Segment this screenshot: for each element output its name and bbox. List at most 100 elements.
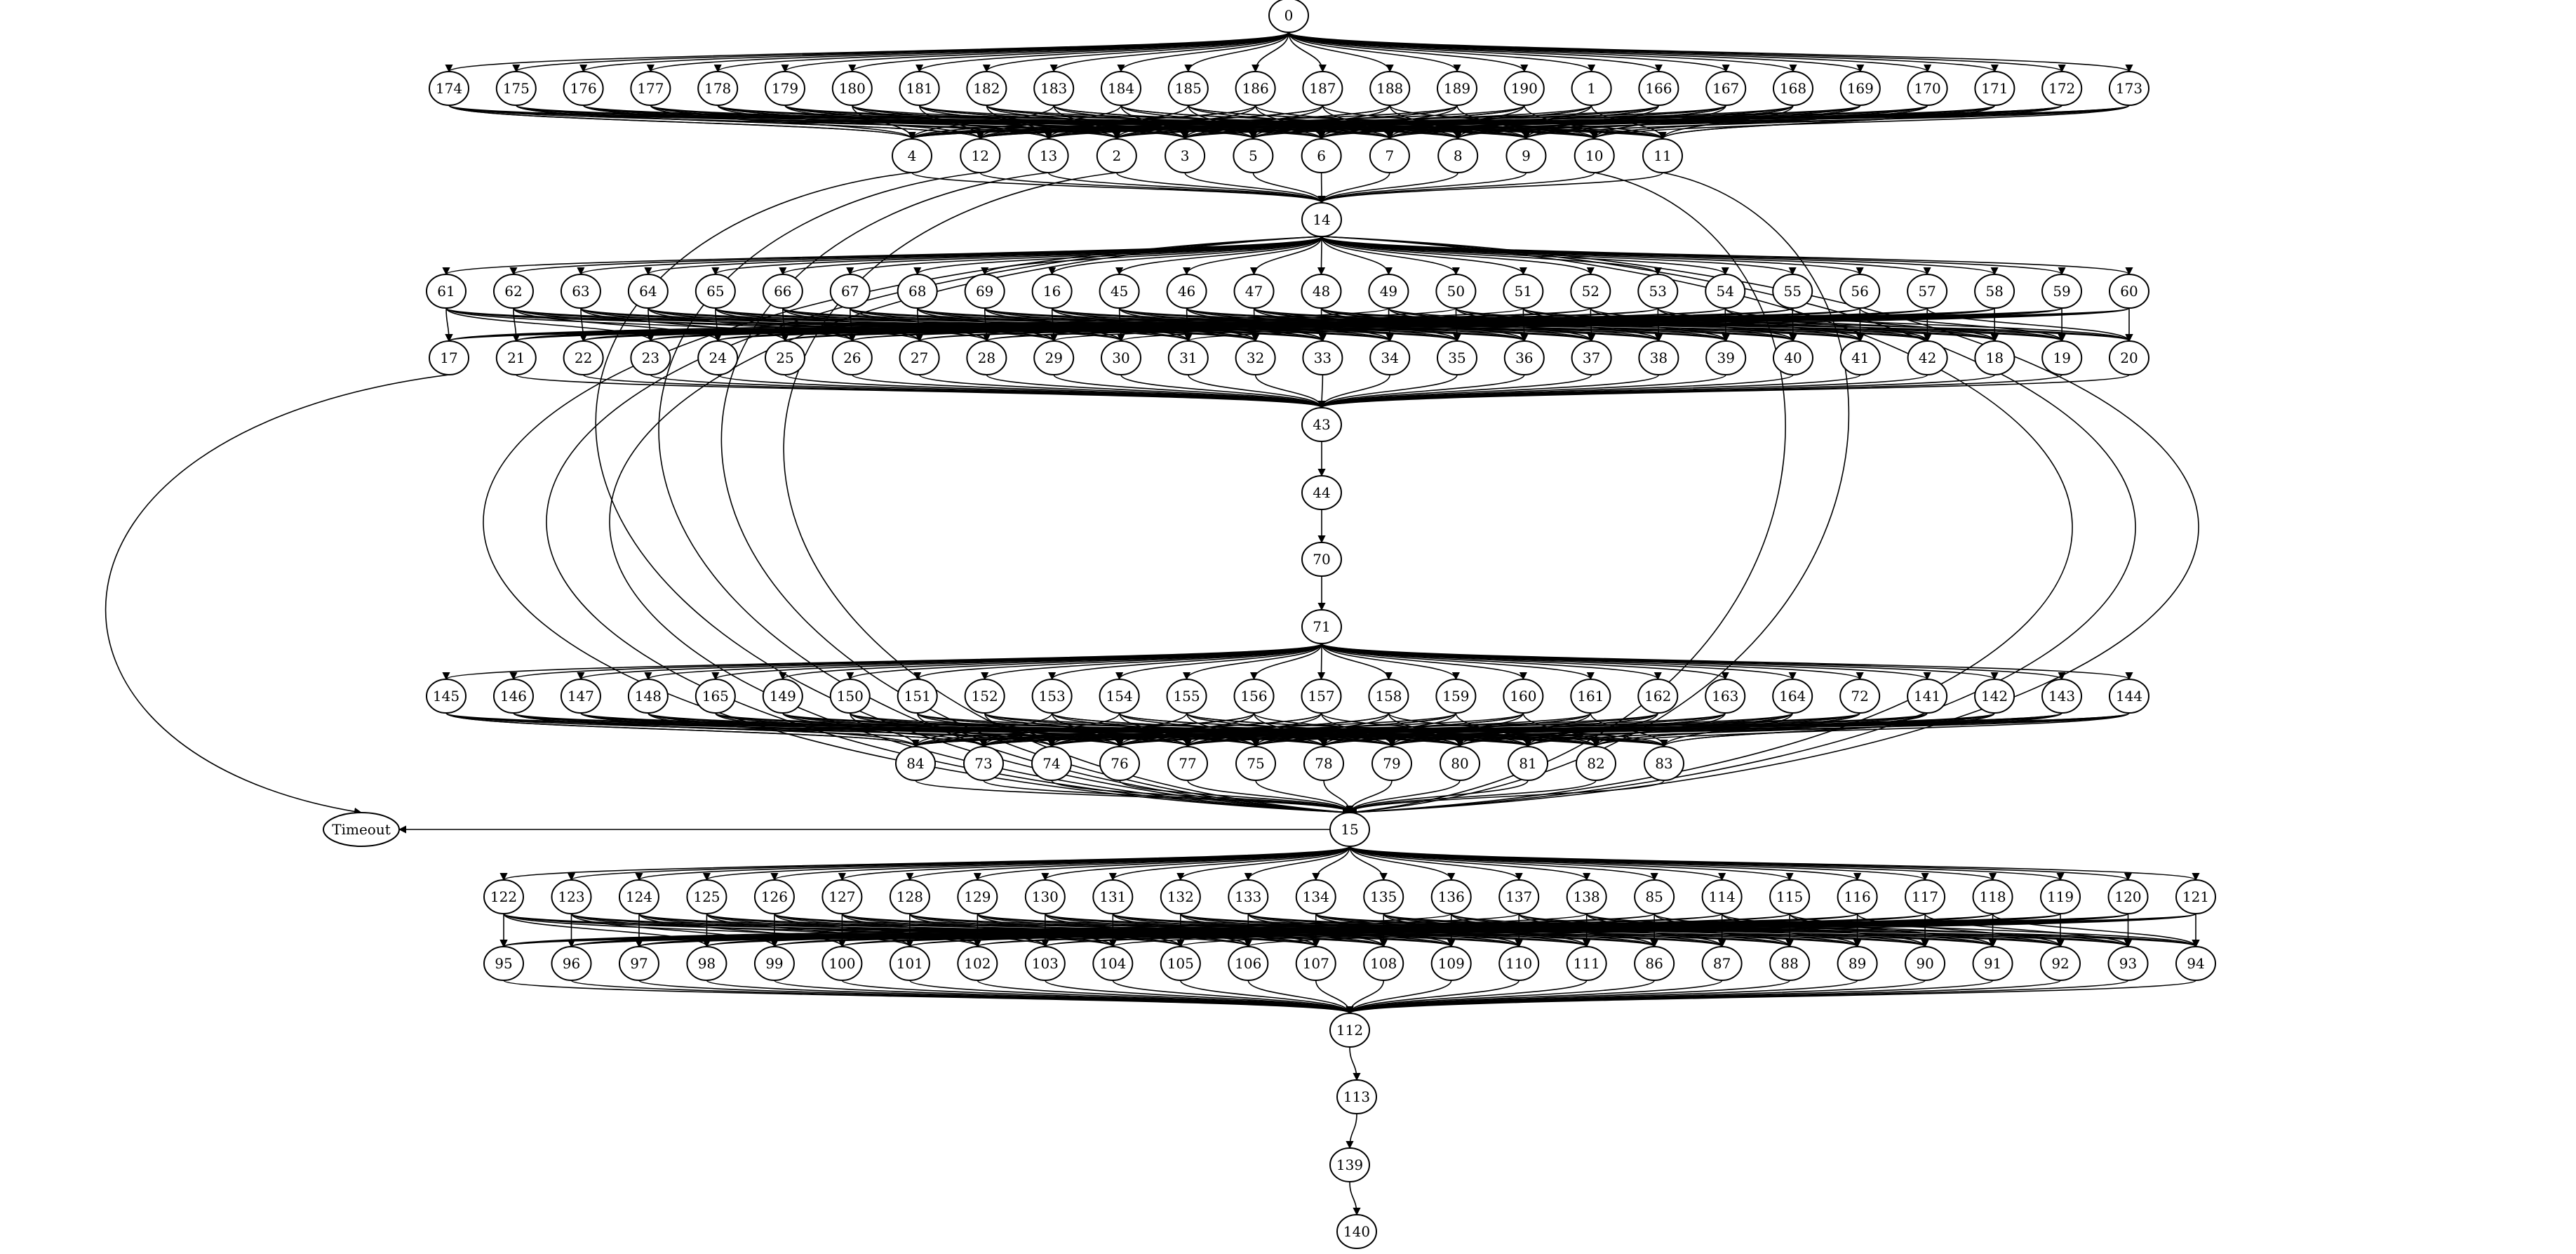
node-144: 144: [2109, 679, 2149, 714]
node-57: 57: [1907, 274, 1948, 309]
node-outline: [1576, 746, 1616, 781]
node-label: 84: [906, 755, 924, 772]
node-label: 82: [1587, 755, 1604, 772]
node-label: 94: [2187, 955, 2204, 972]
node-outline: [2107, 946, 2149, 981]
node-outline: [697, 340, 739, 375]
node-outline: [895, 746, 936, 781]
node-6: 6: [1301, 138, 1342, 173]
node-label: 149: [770, 688, 796, 705]
edge-38-to-43: [1317, 374, 1660, 409]
node-outline: [1503, 71, 1545, 106]
node-outline: [831, 340, 873, 375]
edge-14-to-68: [913, 236, 1322, 276]
edge-190-to-12: [976, 105, 1525, 140]
node-0: 0: [1268, 0, 1309, 33]
edge-144-to-82: [1592, 712, 2130, 748]
edge-76-to-15: [1119, 780, 1354, 814]
node-label: 19: [2053, 349, 2070, 366]
node-outline: [1566, 879, 1607, 914]
node-174: 174: [429, 71, 469, 106]
edge-173-to-10: [1590, 105, 2130, 140]
edge-121-to-103: [1041, 913, 2196, 948]
node-89: 89: [1837, 946, 1878, 981]
node-label: 68: [908, 283, 926, 300]
node-outline: [1371, 746, 1412, 781]
edge-0-to-190: [1288, 32, 1529, 73]
node-outline: [1101, 71, 1141, 106]
edge-142-to-75: [1252, 712, 1995, 748]
node-label: 61: [437, 283, 455, 300]
node-outline: [1839, 679, 1881, 714]
node-label: 130: [1032, 888, 1059, 905]
edge-154-to-73: [979, 712, 1120, 748]
node-123: 123: [551, 879, 592, 914]
node-label: 120: [2114, 888, 2141, 905]
edge-61-to-17: [445, 307, 453, 342]
node-label: 132: [1167, 888, 1194, 905]
edge-185-to-13: [1045, 105, 1189, 140]
node-outline: [1571, 71, 1612, 106]
node-outline: [426, 679, 467, 714]
node-163: 163: [1705, 679, 1746, 714]
node-label: 169: [1847, 80, 1874, 97]
node-outline: [1772, 679, 1813, 714]
node-outline: [563, 71, 604, 106]
node-outline: [1301, 274, 1342, 309]
node-outline: [2175, 879, 2216, 914]
edge-15-to-125: [703, 846, 1350, 881]
node-outline: [1637, 679, 1679, 714]
node-30: 30: [1101, 340, 1141, 375]
edge-15-to-131: [1108, 846, 1350, 881]
node-outline: [829, 679, 871, 714]
node-label: 91: [1984, 955, 2001, 972]
node-outline: [1166, 274, 1207, 309]
node-outline: [1435, 679, 1477, 714]
edge-14-to-45: [1115, 236, 1322, 276]
edge-157-to-73: [979, 712, 1322, 748]
edge-106-to-112: [1247, 980, 1354, 1015]
node-125: 125: [686, 879, 727, 914]
node-label: 45: [1111, 283, 1128, 300]
node-outline: [627, 679, 669, 714]
edge-15-to-138: [1349, 846, 1591, 881]
edge-60-to-28: [983, 307, 2130, 342]
node-label: 12: [972, 147, 989, 164]
node-76: 76: [1099, 746, 1140, 781]
edge-15-to-132: [1176, 846, 1350, 881]
node-label: 49: [1380, 283, 1397, 300]
node-outline: [1301, 202, 1342, 237]
node-label: 187: [1309, 80, 1336, 97]
edge-0-to-180: [848, 32, 1289, 73]
edge-110-to-112: [1346, 980, 1520, 1015]
node-outline: [762, 274, 803, 309]
edge-113-to-139: [1346, 1113, 1357, 1149]
node-label: 7: [1386, 147, 1395, 164]
node-95: 95: [483, 946, 524, 981]
edge-139-to-140: [1349, 1181, 1361, 1216]
node-outline: [686, 946, 727, 981]
node-label: 16: [1043, 283, 1061, 300]
node-110: 110: [1498, 946, 1540, 981]
node-outline: [960, 138, 1001, 173]
edge-143-to-81: [1524, 712, 2062, 748]
node-42: 42: [1907, 340, 1948, 375]
node-label: 101: [897, 955, 923, 972]
node-label: 74: [1042, 755, 1060, 772]
node-82: 82: [1576, 746, 1616, 781]
node-outline: [1031, 274, 1073, 309]
edge-162-to-84: [911, 712, 1659, 748]
node-92: 92: [2040, 946, 2081, 981]
node-label: 114: [1709, 888, 1736, 905]
node-103: 103: [1024, 946, 1066, 981]
node-outline: [957, 946, 998, 981]
edge-171-to-8: [1454, 105, 1996, 140]
node-outline: [1295, 879, 1336, 914]
node-label: 17: [440, 349, 457, 366]
edge-0-to-182: [982, 32, 1289, 73]
edge-14-to-47: [1249, 236, 1322, 276]
node-label: 27: [911, 349, 928, 366]
node-label: 110: [1505, 955, 1532, 972]
edge-8-to-14: [1317, 172, 1458, 204]
node-8: 8: [1437, 138, 1479, 173]
